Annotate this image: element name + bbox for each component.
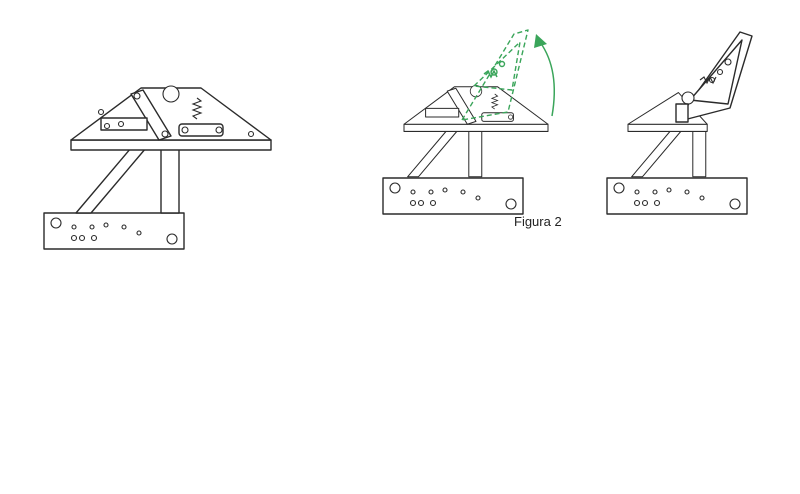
ghost-raised-back	[461, 29, 529, 121]
mechanism-open-raised	[606, 31, 753, 215]
figure-caption: Figura 2	[514, 214, 562, 229]
mechanism-opening-step-1	[382, 29, 555, 215]
mechanism-closed-large	[43, 85, 272, 250]
arrow-up-icon	[534, 34, 555, 117]
